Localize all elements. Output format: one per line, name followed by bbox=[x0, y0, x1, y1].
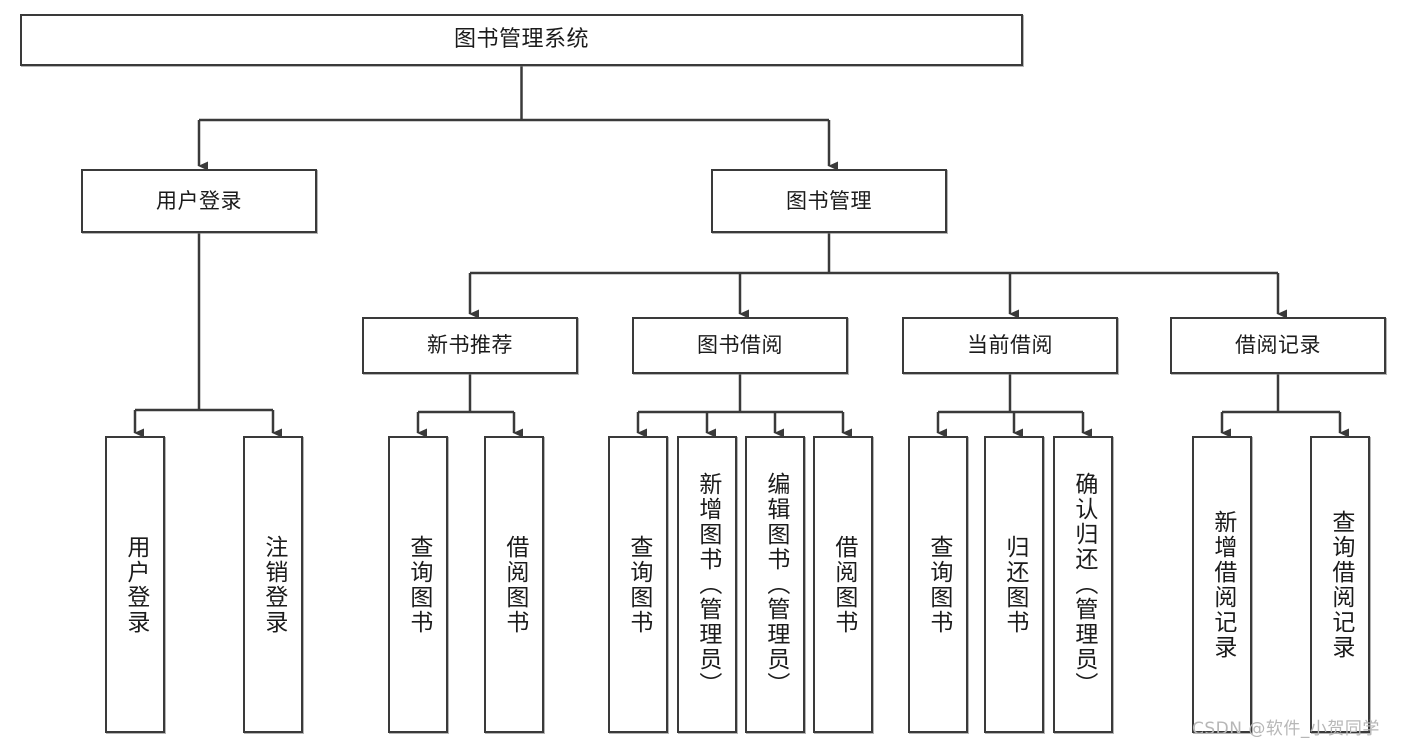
node-label: 借阅记录 bbox=[1235, 333, 1321, 358]
node-book-manage[interactable]: 图书管理 bbox=[711, 169, 947, 233]
edges-group bbox=[133, 66, 1349, 438]
node-label: 新增图书（管理员） bbox=[694, 472, 721, 697]
node-label: 借阅图书 bbox=[501, 534, 528, 635]
node-label: 查询图书 bbox=[925, 534, 952, 635]
node-root[interactable]: 图书管理系统 bbox=[20, 14, 1023, 66]
node-leaf-query-book-2[interactable]: 查询图书 bbox=[608, 436, 668, 733]
node-label: 注销登录 bbox=[260, 534, 287, 635]
node-book-borrow[interactable]: 图书借阅 bbox=[632, 317, 848, 374]
node-user-login[interactable]: 用户登录 bbox=[81, 169, 317, 233]
node-label: 新增借阅记录 bbox=[1209, 509, 1236, 660]
node-leaf-borrow-book-2[interactable]: 借阅图书 bbox=[813, 436, 873, 733]
node-leaf-confirm-return[interactable]: 确认归还（管理员） bbox=[1053, 436, 1113, 733]
node-leaf-add-record[interactable]: 新增借阅记录 bbox=[1192, 436, 1252, 733]
node-label: 归还图书 bbox=[1001, 534, 1028, 635]
node-leaf-edit-book[interactable]: 编辑图书（管理员） bbox=[745, 436, 805, 733]
node-label: 用户登录 bbox=[156, 188, 242, 213]
node-leaf-user-login[interactable]: 用户登录 bbox=[105, 436, 165, 733]
node-label: 用户登录 bbox=[122, 534, 149, 635]
node-current-borrow[interactable]: 当前借阅 bbox=[902, 317, 1118, 374]
node-borrow-record[interactable]: 借阅记录 bbox=[1170, 317, 1386, 374]
node-leaf-query-book-1[interactable]: 查询图书 bbox=[388, 436, 448, 733]
node-label: 编辑图书（管理员） bbox=[762, 472, 789, 697]
node-leaf-query-book-3[interactable]: 查询图书 bbox=[908, 436, 968, 733]
node-label: 当前借阅 bbox=[967, 333, 1053, 358]
node-label: 图书管理系统 bbox=[453, 27, 589, 53]
node-label: 查询图书 bbox=[625, 534, 652, 635]
node-label: 图书管理 bbox=[786, 188, 872, 213]
node-new-book-recommend[interactable]: 新书推荐 bbox=[362, 317, 578, 374]
node-leaf-add-book[interactable]: 新增图书（管理员） bbox=[677, 436, 737, 733]
node-leaf-borrow-book-1[interactable]: 借阅图书 bbox=[484, 436, 544, 733]
node-label: 新书推荐 bbox=[427, 333, 513, 358]
node-leaf-query-record[interactable]: 查询借阅记录 bbox=[1310, 436, 1370, 733]
node-leaf-logout[interactable]: 注销登录 bbox=[243, 436, 303, 733]
node-label: 查询借阅记录 bbox=[1327, 509, 1354, 660]
node-leaf-return-book[interactable]: 归还图书 bbox=[984, 436, 1044, 733]
node-label: 查询图书 bbox=[405, 534, 432, 635]
csdn-watermark: CSDN @软件_小贺同学 bbox=[1192, 719, 1380, 739]
node-label: 借阅图书 bbox=[830, 534, 857, 635]
node-label: 确认归还（管理员） bbox=[1070, 472, 1097, 697]
node-label: 图书借阅 bbox=[697, 333, 783, 358]
